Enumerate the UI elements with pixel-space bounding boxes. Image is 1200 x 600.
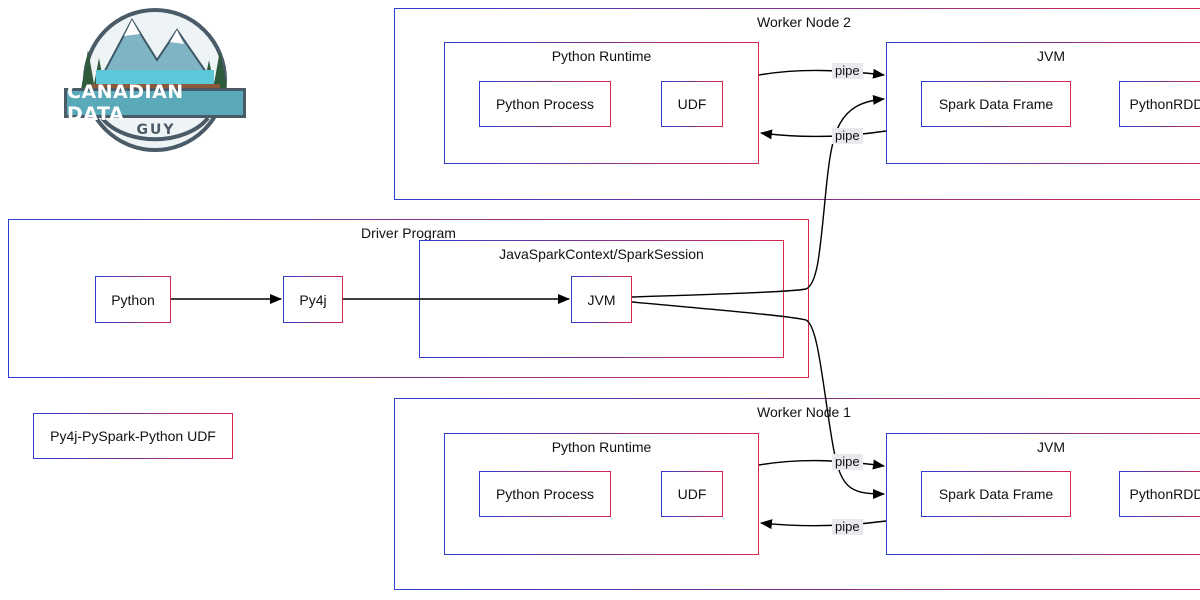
worker-2-pipe-in-label: pipe	[832, 128, 863, 144]
python-runtime-title: Python Runtime	[551, 48, 652, 64]
arrow-worker-1-pipe-out	[758, 459, 885, 470]
jvm-title: JVM	[1037, 48, 1065, 64]
driver-py4j: Py4j	[283, 276, 343, 323]
worker-1-pipe-out-label: pipe	[832, 454, 863, 470]
worker-node-2-udf: UDF	[661, 81, 723, 127]
legend-box: Py4j-PySpark-Python UDF	[33, 413, 233, 459]
worker-2-pipe-out-label: pipe	[832, 63, 863, 79]
arrow-worker-2-pipe-out	[758, 68, 885, 79]
worker-node-1-udf: UDF	[661, 471, 723, 517]
driver-python: Python	[95, 276, 171, 323]
worker-1-pipe-in-label: pipe	[832, 519, 863, 535]
worker-node-1-python-rdd: PythonRDD	[1119, 471, 1200, 517]
worker-node-1-spark-data-frame: Spark Data Frame	[921, 471, 1071, 517]
arrow-worker-2-pipe-in	[760, 129, 887, 140]
arrow-worker-1-pipe-in	[760, 519, 887, 530]
logo-subtitle: GUY	[136, 122, 176, 138]
worker-node-1-python-process: Python Process	[479, 471, 611, 517]
driver-jvm: JVM	[571, 276, 632, 323]
spark-context-title: JavaSparkContext/SparkSession	[499, 246, 704, 262]
worker-node-2-title: Worker Node 2	[757, 14, 851, 30]
python-runtime-title: Python Runtime	[551, 439, 652, 455]
worker-node-2-spark-data-frame: Spark Data Frame	[921, 81, 1071, 127]
canadian-data-guy-logo: CANADIAN DATA GUY	[62, 0, 248, 152]
arrow-jvm-to-worker-2	[631, 94, 885, 298]
driver-program-title: Driver Program	[361, 225, 456, 241]
jvm-title: JVM	[1037, 439, 1065, 455]
worker-node-2-python-rdd: PythonRDD	[1119, 81, 1200, 127]
worker-node-2-python-process: Python Process	[479, 81, 611, 127]
arrow-jvm-to-worker-1	[631, 301, 885, 499]
